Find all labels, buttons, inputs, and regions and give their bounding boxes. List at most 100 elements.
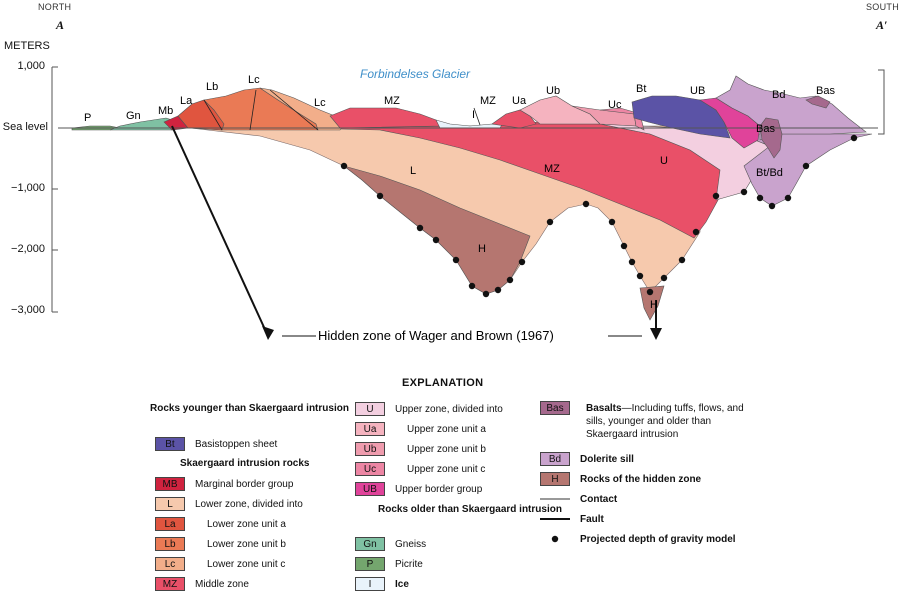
gravity-point (608, 218, 616, 226)
legend-text-UB: Upper border group (395, 483, 483, 495)
legend-row-La: La Lower zone unit a (155, 516, 286, 532)
unit-label-Ua: Ua (512, 95, 527, 107)
legend-swatch-I: I (355, 577, 385, 591)
unit-label-UB: UB (690, 85, 705, 97)
unit-label-H: H (478, 243, 486, 255)
legend-text-L: Lower zone, divided into (195, 498, 303, 510)
contact-line (249, 89, 257, 131)
gravity-point (432, 236, 440, 244)
legend-swatch-UB: UB (355, 482, 385, 496)
gravity-point (482, 290, 490, 298)
legend-swatch-Lc: Lc (155, 557, 185, 571)
right-axis-bracket (878, 69, 885, 135)
legend-desc-Bas: —Including tuffs, flows, and sills, youn… (586, 403, 744, 440)
legend-row-Bd: Bd Dolerite sill (540, 451, 634, 467)
gravity-point (494, 286, 502, 294)
legend-swatch-U: U (355, 402, 385, 416)
unit-label-Uc: Uc (608, 99, 622, 111)
legend-gravity-point (551, 535, 559, 543)
gravity-point (340, 162, 348, 170)
legend-row-MB: MB Marginal border group (155, 476, 293, 492)
legend-row-P: P Picrite (355, 556, 423, 572)
legend-swatch-Uc: Uc (355, 462, 385, 476)
gravity-model-points (340, 134, 858, 298)
unit-label-MZ: MZ (384, 95, 400, 107)
legend-swatch-MB: MB (155, 477, 185, 491)
legend-swatch-L: L (155, 497, 185, 511)
gravity-point (692, 228, 700, 236)
gravity-point (660, 274, 668, 282)
legend-row-Lc: Lc Lower zone unit c (155, 556, 285, 572)
gravity-point (628, 258, 636, 266)
hidden-zone-label: Hidden zone of Wager and Brown (1967) (318, 328, 554, 343)
legend-title-Bas: Basalts (586, 403, 622, 414)
gravity-point (416, 224, 424, 232)
legend-text-MZ: Middle zone (195, 578, 249, 590)
header-younger-rocks: Rocks younger than Skaergaard intrusion (150, 403, 349, 414)
legend-contact-line (540, 498, 570, 500)
legend-row-I: I Ice (355, 576, 409, 592)
gravity-point (850, 134, 858, 142)
header-intrusion-rocks: Skaergaard intrusion rocks (180, 458, 310, 469)
gravity-point (376, 192, 384, 200)
legend-text-H: Rocks of the hidden zone (580, 473, 702, 485)
fault-line-left (171, 125, 269, 337)
legend-swatch-Bas: Bas (540, 401, 570, 415)
legend-row-H: H Rocks of the hidden zone (540, 471, 701, 487)
legend-swatch-La: La (155, 517, 185, 531)
legend-swatch-H: H (540, 472, 570, 486)
north-label: NORTH (38, 2, 72, 12)
legend-text-P: Picrite (395, 558, 423, 570)
section-start-label: A (56, 18, 65, 32)
legend-row-contact: Contact (540, 491, 617, 507)
gravity-point (646, 288, 654, 296)
unit-label-U: U (660, 155, 668, 167)
legend-text-contact: Contact (580, 493, 618, 505)
units-label: METERS (4, 40, 50, 52)
gravity-point (468, 282, 476, 290)
gravity-point (740, 188, 748, 196)
unit-label-L: L (410, 165, 416, 177)
legend-text-Ub: Upper zone unit b (407, 443, 486, 455)
glacier-label: Forbindelses Glacier (360, 67, 471, 81)
gravity-point (518, 258, 526, 266)
unit-label-Bd: Bd (772, 89, 785, 101)
gravity-point (620, 242, 628, 250)
gravity-point (712, 192, 720, 200)
legend-text-U: Upper zone, divided into (395, 403, 503, 415)
unit-label-P: P (84, 112, 91, 124)
unit-label-Bt: Bt (636, 83, 646, 95)
y-tick-1000: 1,000 (17, 60, 45, 72)
unit-label-Bas-2: Bas (756, 123, 775, 135)
legend-text-Uc: Upper zone unit c (407, 463, 486, 475)
legend-swatch-Lb: Lb (155, 537, 185, 551)
cross-section-diagram: P Gn Mb La Lb Lc Lc MZ I MZ Ua Ub Uc Bt … (51, 66, 885, 343)
header-older-rocks: Rocks older than Skaergaard intrusion (378, 504, 562, 515)
gravity-point (756, 194, 764, 202)
gravity-point (768, 202, 776, 210)
y-tick-sea-level: Sea level (2, 121, 48, 133)
y-tick-minus-3000: −3,000 (11, 304, 45, 316)
legend-text-fault: Fault (580, 513, 604, 525)
unit-H-region-right (639, 285, 665, 321)
y-tick-minus-2000: −2,000 (11, 243, 45, 255)
legend-row-Ua: Ua Upper zone unit a (355, 421, 486, 437)
contact-line (269, 89, 319, 131)
south-label: SOUTH (866, 2, 899, 12)
gravity-point (636, 272, 644, 280)
arrow-head-left (262, 326, 274, 340)
legend-row-L: L Lower zone, divided into (155, 496, 303, 512)
legend-swatch-MZ: MZ (155, 577, 185, 591)
gravity-point (452, 256, 460, 264)
unit-label-Bt-Bd: Bt/Bd (756, 167, 783, 179)
legend-text-Bt: Basistoppen sheet (195, 438, 278, 450)
legend-row-fault: Fault (540, 511, 604, 527)
unit-label-H-2: H (650, 299, 658, 311)
unit-label-Ub: Ub (546, 85, 560, 97)
unit-label-Bas: Bas (816, 85, 835, 97)
unit-MZ-surface-region (329, 107, 441, 129)
unit-label-La: La (180, 95, 193, 107)
unit-label-MZ-2: MZ (480, 95, 496, 107)
unit-label-Lb: Lb (206, 81, 218, 93)
unit-Bd-region (715, 75, 867, 141)
